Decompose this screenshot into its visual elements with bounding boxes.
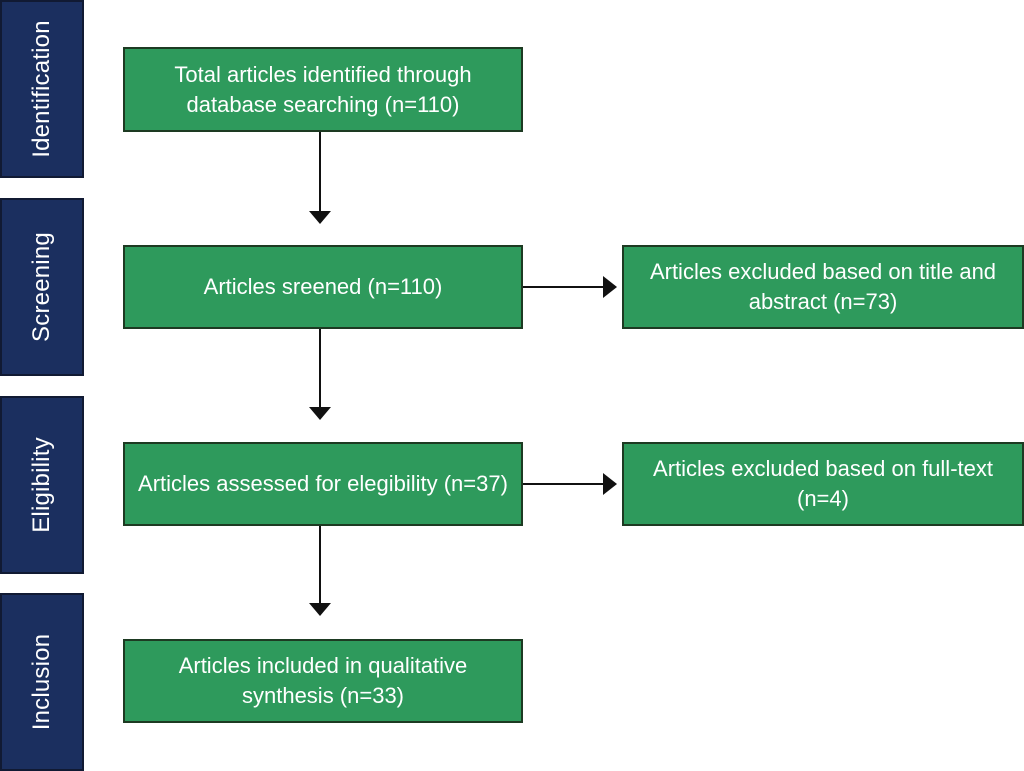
phase-screening: Screening <box>0 198 84 376</box>
phase-eligibility: Eligibility <box>0 396 84 574</box>
box-screened: Articles sreened (n=110) <box>123 245 523 329</box>
phase-inclusion: Inclusion <box>0 593 84 771</box>
arrowhead-screened-to-excluded <box>603 276 617 298</box>
box-excluded-title-abstract-text: Articles excluded based on title and abs… <box>649 259 997 314</box>
box-excluded-full-text: Articles excluded based on full-text (n=… <box>622 442 1024 526</box>
arrowhead-screened-to-assessed <box>309 407 331 420</box>
box-excluded-title-abstract: Articles excluded based on title and abs… <box>622 245 1024 329</box>
box-assessed: Articles assessed for elegibility (n=37) <box>123 442 523 526</box>
box-excluded-full-text-text: Articles excluded based on full-text (n=… <box>653 456 993 511</box>
arrowhead-identified-to-screened <box>309 211 331 224</box>
box-included: Articles included in qualitative synthes… <box>123 639 523 723</box>
phase-identification: Identification <box>0 0 84 178</box>
box-assessed-text: Articles assessed for elegibility (n=37) <box>138 471 508 496</box>
box-screened-text: Articles sreened (n=110) <box>203 274 443 299</box>
box-included-text: Articles included in qualitative synthes… <box>178 653 468 708</box>
box-identified-text: Total articles identified through databa… <box>174 61 472 117</box>
arrowhead-assessed-to-excluded <box>603 473 617 495</box>
arrowhead-assessed-to-included <box>309 603 331 616</box>
box-identified: Total articles identified through databa… <box>123 47 523 132</box>
